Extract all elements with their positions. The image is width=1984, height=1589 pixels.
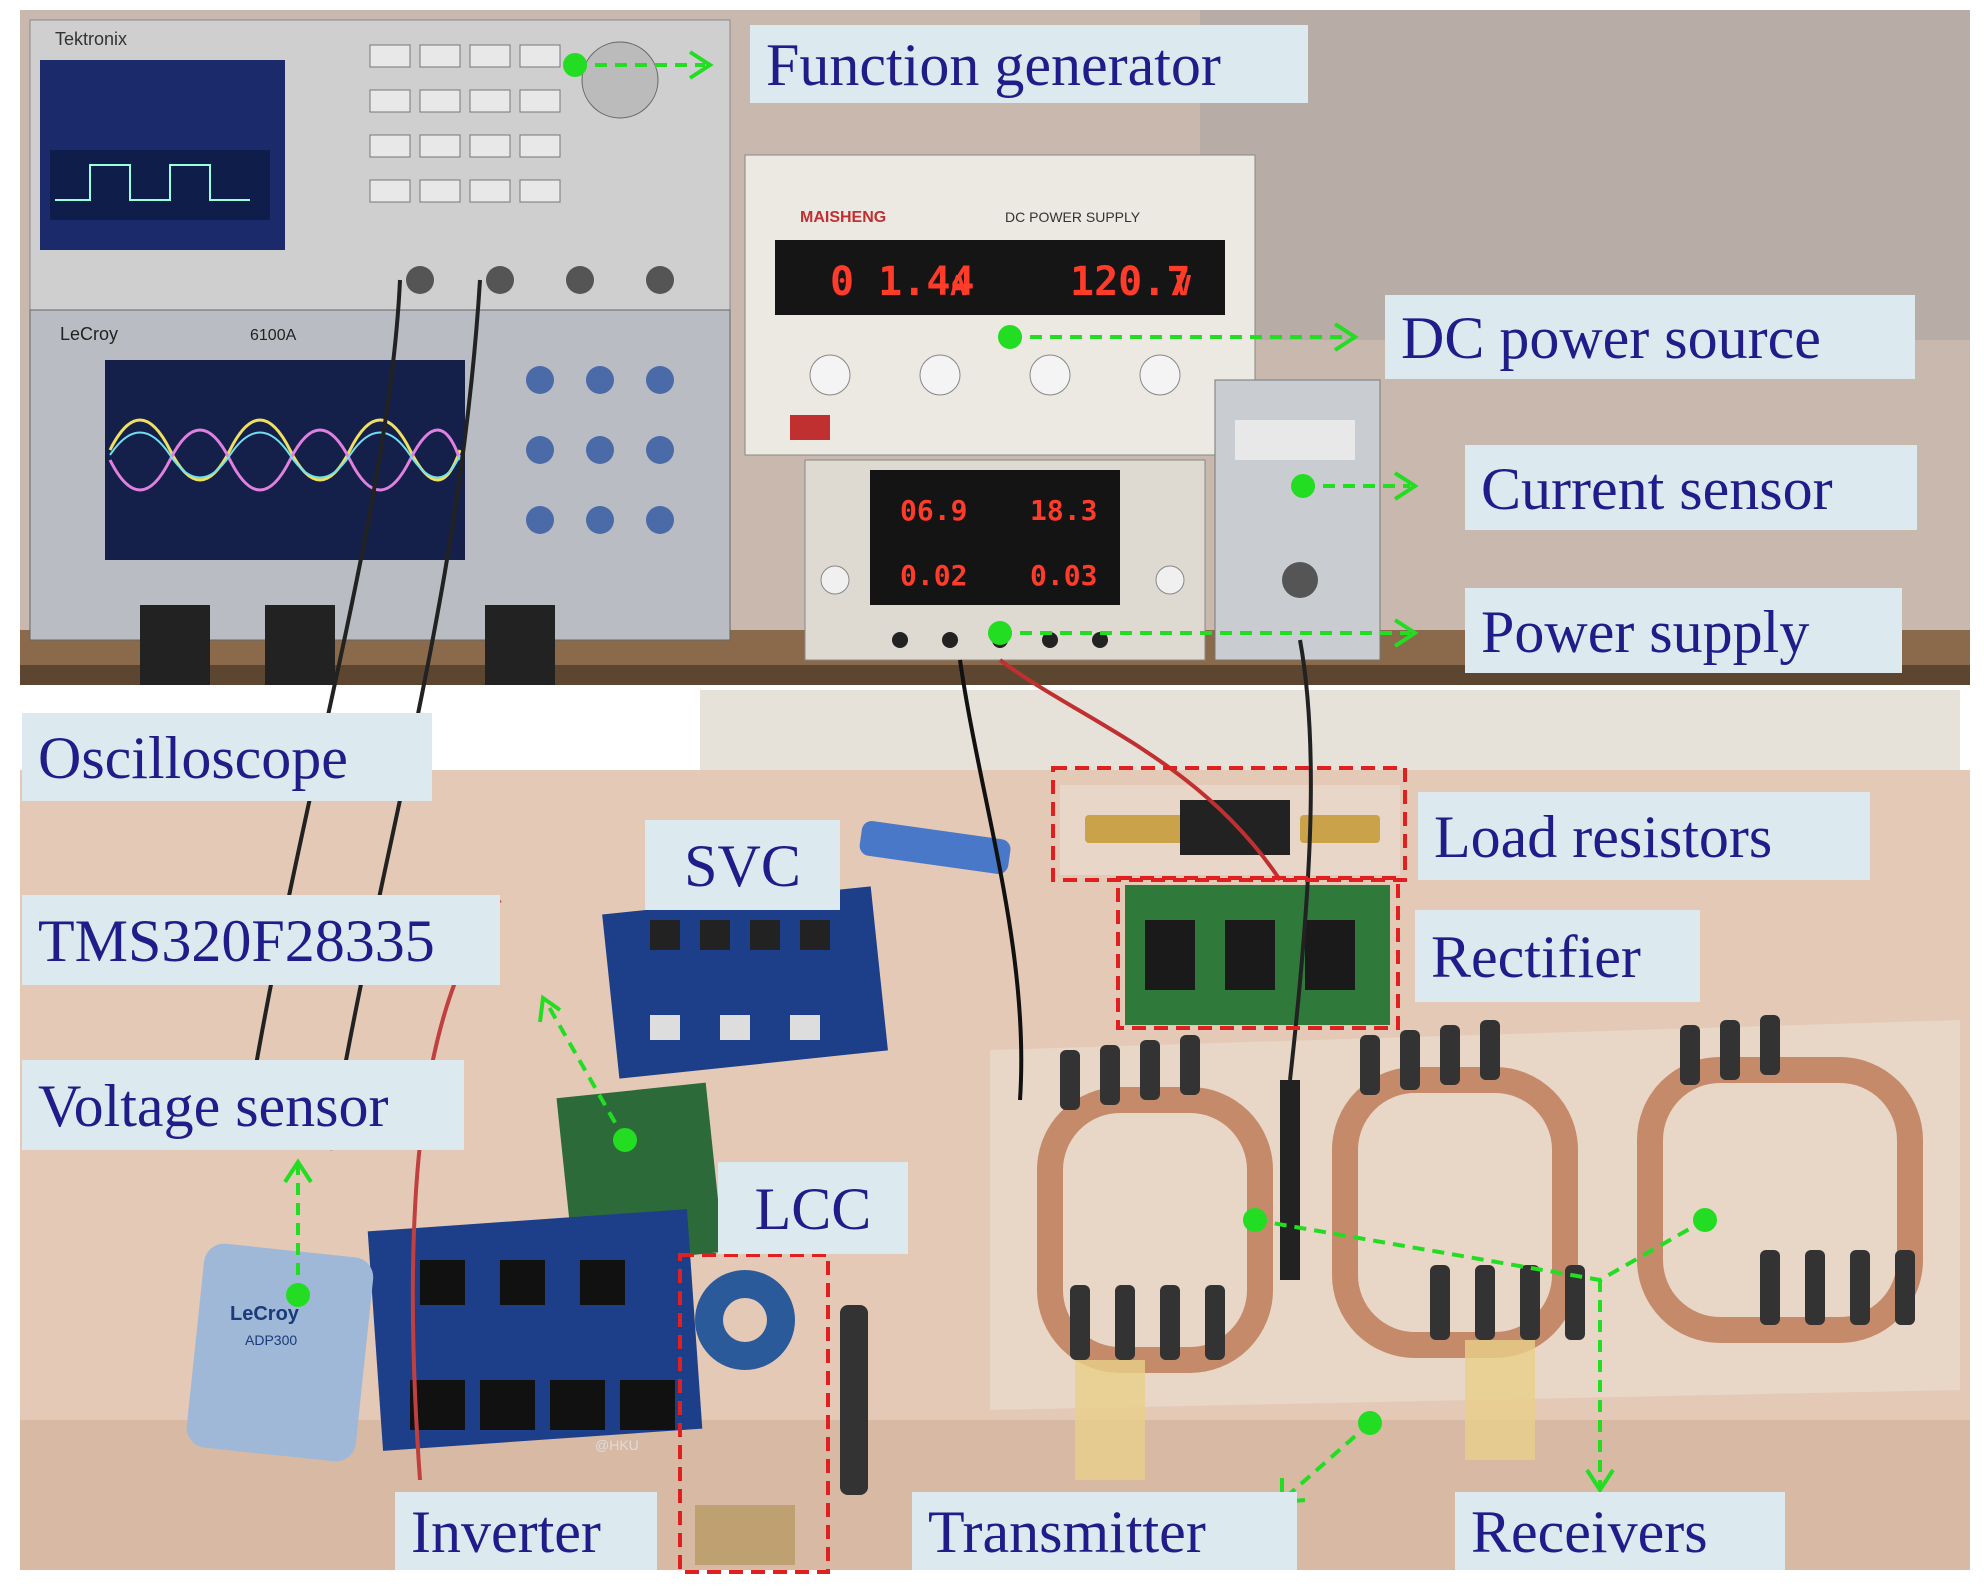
label-svc: SVC [645, 820, 840, 910]
lcc-toroid [695, 1270, 795, 1565]
label-tms: TMS320F28335 [22, 895, 500, 985]
svg-text:Tektronix: Tektronix [55, 29, 127, 49]
label-dc-power-source: DC power source [1385, 295, 1915, 379]
load-resistors-device [1060, 785, 1400, 875]
lcc-box [678, 1253, 830, 1574]
coil-assembly [840, 1015, 1960, 1495]
label-transmitter: Transmitter [912, 1492, 1297, 1570]
function-generator-device: Tektronix [29, 19, 731, 311]
dc-power-source-device: MAISHENG DC POWER SUPPLY 0 1.44 A 120.7 … [744, 154, 1256, 456]
label-oscilloscope: Oscilloscope [22, 713, 432, 801]
svg-text:120.7: 120.7 [1070, 259, 1190, 305]
svg-text:18.3: 18.3 [1030, 494, 1097, 527]
svg-text:6100A: 6100A [250, 327, 297, 344]
svg-text:DC POWER SUPPLY: DC POWER SUPPLY [1005, 209, 1141, 225]
inverter-board: @HKU [367, 1209, 703, 1453]
oscilloscope-device: LeCroy 6100A [29, 309, 731, 685]
label-power-supply: Power supply [1465, 588, 1902, 673]
rectifier-box [1116, 876, 1400, 1030]
label-current-sensor: Current sensor [1465, 445, 1917, 530]
label-load-resistors: Load resistors [1418, 792, 1870, 880]
svg-text:LeCroy: LeCroy [230, 1303, 300, 1325]
power-supply-device: 06.9 18.3 0.02 0.03 [804, 459, 1206, 661]
label-voltage-sensor: Voltage sensor [22, 1060, 464, 1150]
svg-text:0.03: 0.03 [1030, 559, 1097, 592]
svg-text:MAISHENG: MAISHENG [800, 209, 886, 226]
label-inverter: Inverter [395, 1492, 657, 1570]
svc-board [602, 886, 888, 1079]
svg-text:0.02: 0.02 [900, 559, 967, 592]
rectifier-board [1125, 885, 1390, 1025]
label-function-generator: Function generator [750, 25, 1308, 103]
svg-text:A: A [950, 269, 967, 302]
svg-text:V: V [1175, 269, 1192, 302]
svg-text:LeCroy: LeCroy [60, 324, 118, 344]
svg-text:@HKU: @HKU [595, 1437, 639, 1453]
svg-text:ADP300: ADP300 [245, 1332, 297, 1348]
svg-text:06.9: 06.9 [900, 494, 967, 527]
label-lcc: LCC [718, 1162, 908, 1254]
label-receivers: Receivers [1455, 1492, 1785, 1570]
current-sensor-device [1214, 379, 1381, 661]
svg-text:0 1.44: 0 1.44 [830, 259, 975, 305]
voltage-sensor-probe: LeCroy ADP300 [186, 1243, 374, 1462]
label-rectifier: Rectifier [1415, 910, 1700, 1002]
